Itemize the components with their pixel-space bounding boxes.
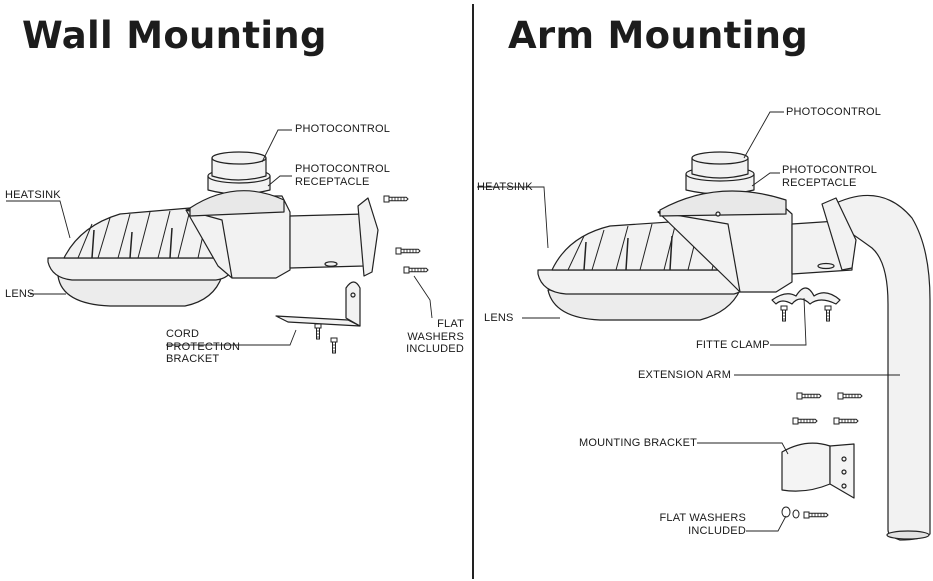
cord-line-2: PROTECTION	[166, 340, 241, 353]
wall-washers-label: FLAT WASHERS INCLUDED	[380, 318, 464, 356]
wall-leader-lines	[6, 129, 433, 346]
wall-lens-label: LENS	[5, 288, 35, 300]
cord-line-3: BRACKET	[166, 353, 220, 365]
cord-protection-bracket-label: CORD PROTECTION BRACKET	[166, 328, 240, 366]
wall-photocontrol-label: PHOTOCONTROL	[295, 123, 391, 135]
fitter-clamp-shape	[771, 287, 841, 305]
wall-receptacle-line-1: PHOTOCONTROL	[295, 163, 391, 175]
extension-arm-label: EXTENSION ARM	[638, 369, 732, 381]
arm-lens-shape	[547, 289, 741, 321]
arm-fixture	[537, 151, 931, 541]
fitter-clamp-label: FITTE CLAMP	[696, 339, 770, 351]
arm-washers-line-1: FLAT WASHERS	[659, 512, 746, 524]
wall-heatsink-label: HEATSINK	[5, 189, 61, 201]
wall-receptacle-line-2: RECEPTACLE	[295, 175, 370, 188]
arm-leader-lines	[477, 111, 900, 532]
arm-lens-label: LENS	[484, 312, 514, 324]
arm-washers-line-2: INCLUDED	[688, 524, 746, 537]
wall-mounting-title: Wall Mounting	[22, 14, 327, 57]
arm-receptacle-line-2: RECEPTACLE	[782, 176, 857, 189]
section-divider	[472, 4, 474, 579]
cord-line-1: CORD	[166, 328, 200, 340]
wall-washers-line-2: INCLUDED	[406, 343, 464, 355]
mounting-bracket-shape	[781, 442, 855, 499]
wall-lens-shape	[57, 275, 223, 307]
extension-arm-shape	[829, 194, 931, 541]
arm-receptacle-label: PHOTOCONTROL RECEPTACLE	[782, 164, 877, 189]
arm-receptacle-line-1: PHOTOCONTROL	[782, 164, 878, 176]
arm-photocontrol-label: PHOTOCONTROL	[786, 106, 882, 118]
wall-fixture	[47, 151, 379, 327]
arm-heatsink-label: HEATSINK	[477, 181, 533, 193]
wall-washers-line-1: FLAT WASHERS	[407, 318, 464, 343]
wall-receptacle-label: PHOTOCONTROL RECEPTACLE	[295, 163, 390, 188]
arm-mounting-title: Arm Mounting	[508, 14, 809, 57]
mounting-bracket-label: MOUNTING BRACKET	[579, 437, 698, 449]
arm-washers-label: FLAT WASHERS INCLUDED	[650, 512, 746, 537]
